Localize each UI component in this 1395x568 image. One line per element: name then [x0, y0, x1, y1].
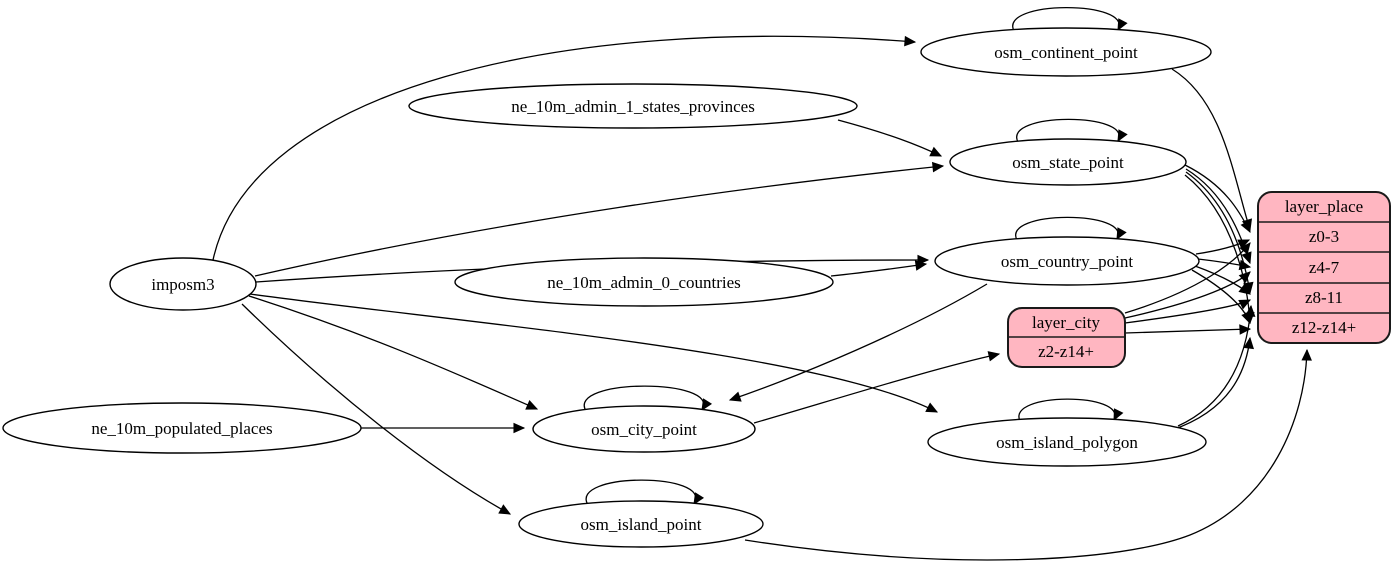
node-ne_10m_populated_places-shape — [2, 402, 362, 454]
node-osm_state_point: osm_state_point — [949, 138, 1187, 186]
node-osm_state_point-label: osm_state_point — [1012, 153, 1124, 172]
selfloop-osm_country_point — [1015, 216, 1127, 241]
node-ne_10m_admin_1_states_provinces: ne_10m_admin_1_states_provinces — [408, 83, 858, 129]
edge-osm_city_point-layer_city — [753, 351, 1001, 424]
selfloop-osm_continent_point — [1012, 7, 1128, 32]
edge-osm_state_point-z4-7 — [1185, 168, 1252, 265]
node-osm_country_point-shape — [934, 236, 1200, 286]
node-osm_island_polygon-shape — [927, 417, 1207, 467]
edge-osm_continent_point-z0-3 — [1171, 68, 1253, 232]
record-layer_place-row-z12-z14: z12-z14+ — [1292, 318, 1356, 337]
node-osm_city_point: osm_city_point — [532, 405, 756, 453]
node-osm_city_point-label: osm_city_point — [591, 420, 697, 439]
node-imposm3-label: imposm3 — [151, 275, 214, 294]
edge-layer_city-z12-z14 — [1124, 324, 1252, 335]
node-osm_continent_point: osm_continent_point — [920, 27, 1212, 77]
record-layer_city-row-z2-z14: z2-z14+ — [1038, 342, 1094, 361]
node-osm_city_point-shape — [532, 405, 756, 453]
record-layer_place-row-z0-3: z0-3 — [1309, 227, 1339, 246]
record-layer_place-row-z4-7: z4-7 — [1309, 258, 1340, 277]
node-osm_island_polygon: osm_island_polygon — [927, 417, 1207, 467]
node-osm_continent_point-label: osm_continent_point — [994, 43, 1138, 62]
edge-imposm3-osm_continent_point — [212, 35, 917, 261]
edge-group — [212, 35, 1312, 561]
node-imposm3-shape — [109, 257, 257, 311]
edge-imposm3-osm_island_point — [241, 303, 512, 515]
edge-ne_10m_admin_1_states_provinces-osm_state_point — [837, 119, 943, 157]
node-imposm3: imposm3 — [109, 257, 257, 311]
node-osm_island_point-label: osm_island_point — [581, 515, 702, 534]
edge-osm_country_point-z8-11 — [1194, 265, 1251, 295]
record-layer_place-box — [1257, 191, 1391, 344]
node-osm_country_point: osm_country_point — [934, 236, 1200, 286]
record-layer_place-row-z8-11: z8-11 — [1305, 288, 1343, 307]
record-layer_city: layer_city z2-z14+ — [1007, 307, 1126, 368]
edge-osm_country_point-osm_city_point — [728, 283, 988, 402]
selfloop-osm_island_polygon — [1018, 398, 1124, 422]
node-osm_island_polygon-label: osm_island_polygon — [996, 433, 1138, 452]
edge-layer_city-z4-7 — [1124, 271, 1251, 319]
node-ne_10m_admin_0_countries-label: ne_10m_admin_0_countries — [547, 273, 741, 292]
node-osm_continent_point-shape — [920, 27, 1212, 77]
node-osm_state_point-shape — [949, 138, 1187, 186]
node-osm_island_point-shape — [518, 500, 764, 548]
edge-osm_country_point-z12-z14 — [1191, 269, 1252, 325]
node-ne_10m_populated_places: ne_10m_populated_places — [2, 402, 362, 454]
node-osm_island_point: osm_island_point — [518, 500, 764, 548]
edge-osm_island_point-z12-z14 — [744, 348, 1312, 561]
selfloop-osm_state_point — [1016, 118, 1128, 143]
record-layer_city-title: layer_city — [1032, 313, 1100, 332]
node-ne_10m_populated_places-label: ne_10m_populated_places — [91, 419, 272, 438]
node-ne_10m_admin_0_countries: ne_10m_admin_0_countries — [454, 257, 834, 307]
edge-imposm3-osm_city_point — [248, 295, 539, 410]
selfloop-group — [583, 7, 1128, 506]
edge-osm_island_polygon-z12-z14 — [1171, 336, 1254, 431]
edge-osm_island_polygon-z8-11 — [1177, 304, 1256, 427]
edge-layer_city-z0-3 — [1124, 242, 1251, 314]
edge-osm_state_point-z0-3 — [1184, 164, 1251, 234]
record-layer_place-title: layer_place — [1285, 197, 1363, 216]
edge-imposm3-osm_state_point — [254, 161, 945, 277]
selfloop-osm_island_point — [585, 479, 705, 506]
edge-ne_10m_admin_0_countries-osm_country_point — [830, 260, 928, 277]
edge-imposm3-osm_island_polygon — [249, 293, 939, 413]
node-ne_10m_admin_1_states_provinces-shape — [408, 83, 858, 129]
node-osm_country_point-label: osm_country_point — [1001, 252, 1133, 271]
edge-layer_city-z8-11 — [1124, 299, 1252, 324]
node-ne_10m_admin_1_states_provinces-label: ne_10m_admin_1_states_provinces — [511, 97, 755, 116]
edge-osm_country_point-z0-3 — [1195, 239, 1251, 255]
node-ne_10m_admin_0_countries-shape — [454, 257, 834, 307]
record-layer_place: layer_place z0-3 z4-7 z8-11 z12-z14+ — [1257, 191, 1391, 344]
selfloop-osm_city_point — [583, 385, 713, 412]
